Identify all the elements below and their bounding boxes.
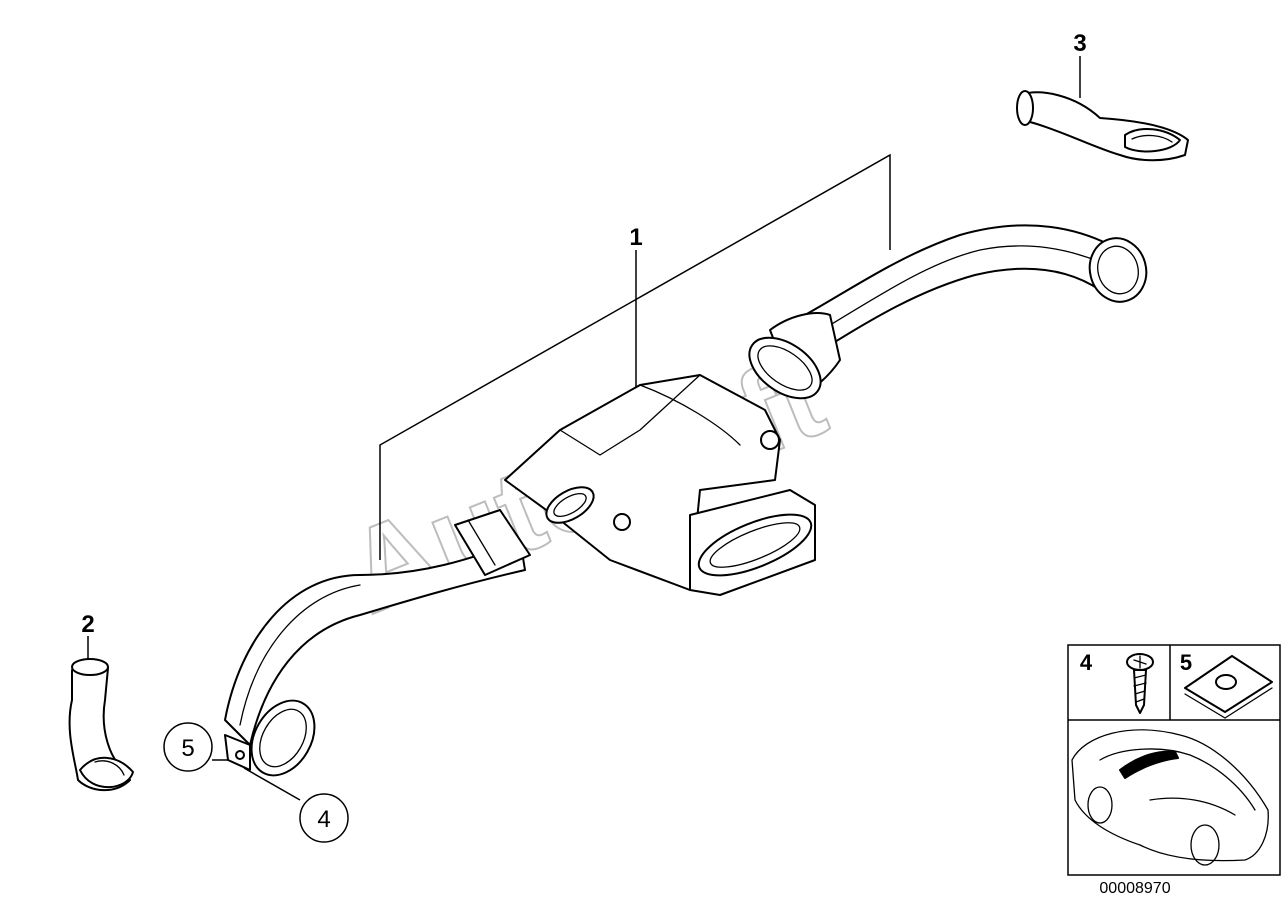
- clip-nut-icon: [1184, 655, 1273, 719]
- mounting-hardware: [212, 734, 301, 801]
- svg-text:5: 5: [181, 735, 194, 762]
- part-labels: 1 2 3: [81, 30, 1087, 660]
- callout-4: 4: [299, 793, 349, 843]
- legend-panel: 4 5: [1067, 644, 1281, 876]
- left-side-duct: [68, 658, 134, 792]
- legend-number-4: 4: [1080, 650, 1093, 675]
- label-part-1: 1: [629, 224, 642, 251]
- label-part-3: 3: [1073, 30, 1086, 57]
- legend-number-5: 5: [1180, 650, 1192, 675]
- right-side-duct: [1016, 90, 1189, 162]
- drawing-number: 00008970: [1099, 880, 1170, 897]
- svg-text:4: 4: [317, 806, 330, 833]
- callout-5: 5: [163, 722, 213, 772]
- screw-icon: [1126, 653, 1154, 714]
- label-part-2: 2: [81, 611, 94, 638]
- air-duct-assembly: [224, 224, 1148, 777]
- assembly-bracket: [379, 153, 891, 560]
- car-location-icon: [1071, 729, 1269, 866]
